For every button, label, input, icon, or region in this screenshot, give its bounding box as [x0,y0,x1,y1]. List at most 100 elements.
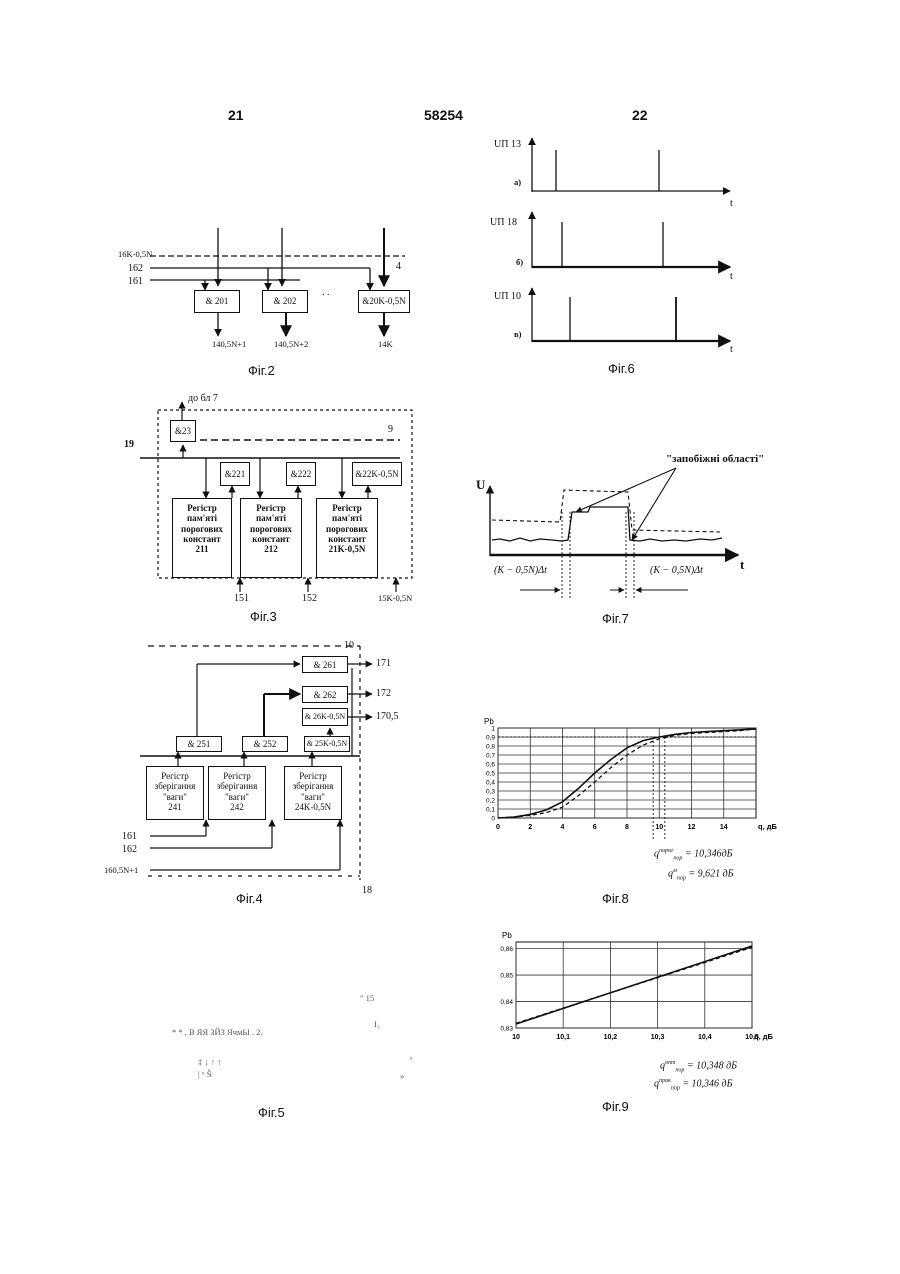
fig6c-tag: в) [514,330,521,339]
fig8-ytick-label: 0,6 [486,762,495,769]
fig6a-ylabel: UП 13 [494,140,521,150]
fig8-formula-2: qмпор = 9,621 дБ [668,868,734,881]
fig9-ytick-label: 0,86 [500,946,513,953]
fig8-xtick-label: 0 [496,824,500,831]
fig2-output-1: 140,5N+1 [212,340,246,349]
fig4-label-10: 10 [344,641,354,651]
fig4-input-161: 161 [122,832,137,842]
fig2-caption: Фіг.2 [248,364,275,377]
patent-number: 58254 [424,108,463,122]
register-24-k: Регістрзберігання"ваги"24K-0,5N [284,766,342,820]
fig9-xtick-label: 10,1 [556,1034,570,1041]
fig2-input-16k: 16K-0,5N [118,250,152,259]
fig3-caption: Фіг.3 [250,610,277,623]
fig8-ytick-label: 0,9 [486,735,495,742]
fig9-xlabel: q, дБ [754,1032,774,1041]
register-21-2: Регістрпам'ятіпороговихконстант212 [240,498,302,578]
gate-26-1: & 261 [302,656,348,673]
fig8-ytick-label: 0 [491,816,495,823]
fig7-xlabel: t [740,558,744,571]
fig8-series-line [498,729,756,818]
fig8-xtick-label: 2 [528,824,532,831]
fig8-ylabel: Pb [484,717,494,726]
fig4-input-16n: 160,5N+1 [104,866,138,875]
gate-20-1: & 201 [194,290,240,313]
page-number-right: 22 [632,108,648,122]
fig4-input-162: 162 [122,845,137,855]
fig3-label-9: 9 [388,425,393,435]
fig4-output-172: 172 [376,689,391,699]
fig8-ytick-label: 0,5 [486,771,495,778]
fig5-fragment-6: ᵞ [410,1055,412,1064]
fig3-input-15k: 15K-0,5N [378,594,412,603]
fig9-xtick-label: 10,4 [698,1034,712,1041]
gate-26-2: & 262 [302,686,348,703]
fig9-ytick-label: 0,85 [500,973,513,980]
fig8-xtick-label: 6 [593,824,597,831]
fig9-caption: Фіг.9 [602,1100,629,1113]
fig9-xtick-label: 10,3 [651,1034,665,1041]
fig2-output-2: 140,5N+2 [274,340,308,349]
fig5-fragment-2: I₃ [374,1020,380,1029]
fig8-xlabel: q, дБ [758,822,778,831]
page-number-left: 21 [228,108,244,122]
fig8-ytick-label: 0,4 [486,780,495,787]
fig5-fragment-7: » [400,1072,404,1081]
fig8-ytick-label: 0,1 [486,807,495,814]
fig3-label-19: 19 [124,440,134,450]
fig8-formula-1: qпорогпор = 10,346дБ [654,848,733,861]
gate-20-k: &20K-0,5N [358,290,410,313]
fig2-output-k: 14K [378,340,393,349]
gate-20-2: & 202 [262,290,308,313]
gate-22-2: &222 [286,462,316,486]
fig6a-tag: а) [514,178,521,187]
fig8-xtick-label: 8 [625,824,629,831]
fig8-xtick-label: 14 [720,824,728,831]
fig5-fragment-5: | ᵘ Ŝ [198,1070,211,1079]
fig7-ylabel: U [476,478,485,491]
fig8-ytick-label: 1 [491,726,495,733]
fig4-output-17k: 170,5 [376,712,399,722]
gate-25-1: & 251 [176,736,222,752]
fig8-caption: Фіг.8 [602,892,629,905]
fig7-right-interval: (K − 0,5N)Δt [650,566,703,576]
fig9-formula-1: qоптпор = 10,348 дБ [660,1060,737,1073]
fig9-plot-frame [516,942,752,1028]
fig2-input-161: 161 [128,277,143,287]
fig8-ytick-label: 0,8 [486,744,495,751]
fig6a-xlabel: t [730,199,733,209]
fig2-input-162: 162 [128,264,143,274]
fig9-series-line [516,947,752,1023]
fig9-xtick-label: 10 [512,1034,520,1041]
fig6c-ylabel: UП 10 [494,292,521,302]
register-24-2: Регістрзберігання"ваги"242 [208,766,266,820]
fig8-plot-frame [498,728,756,818]
fig9-series-line [516,946,752,1024]
fig3-input-152: 152 [302,594,317,604]
gate-23: &23 [170,420,196,442]
fig4-output-171: 171 [376,659,391,669]
gate-26-k: & 26K-0,5N [302,708,348,726]
fig4-caption: Фіг.4 [236,892,263,905]
fig9-xtick-label: 10,2 [604,1034,618,1041]
gate-22-1: &221 [220,462,250,486]
fig2-input-4: 4 [396,262,401,272]
register-21-k: Регістрпам'ятіпороговихконстант21K-0,5N [316,498,378,578]
fig8-ytick-label: 0,2 [486,798,495,805]
gate-22-k: &22K-0,5N [352,462,402,486]
fig8-series-line [498,729,756,818]
fig6b-ylabel: UП 18 [490,218,517,228]
fig6-caption: Фіг.6 [608,362,635,375]
fig9-ytick-label: 0,84 [500,999,513,1006]
fig6b-xlabel: t [730,272,733,282]
fig2-ellipsis: . . [322,288,330,298]
fig5-fragment-4: ‡ ↓ ↑ ↑ [198,1058,221,1067]
register-24-1: Регістрзберігання"ваги"241 [146,766,204,820]
fig9-ylabel: Pb [502,931,512,940]
